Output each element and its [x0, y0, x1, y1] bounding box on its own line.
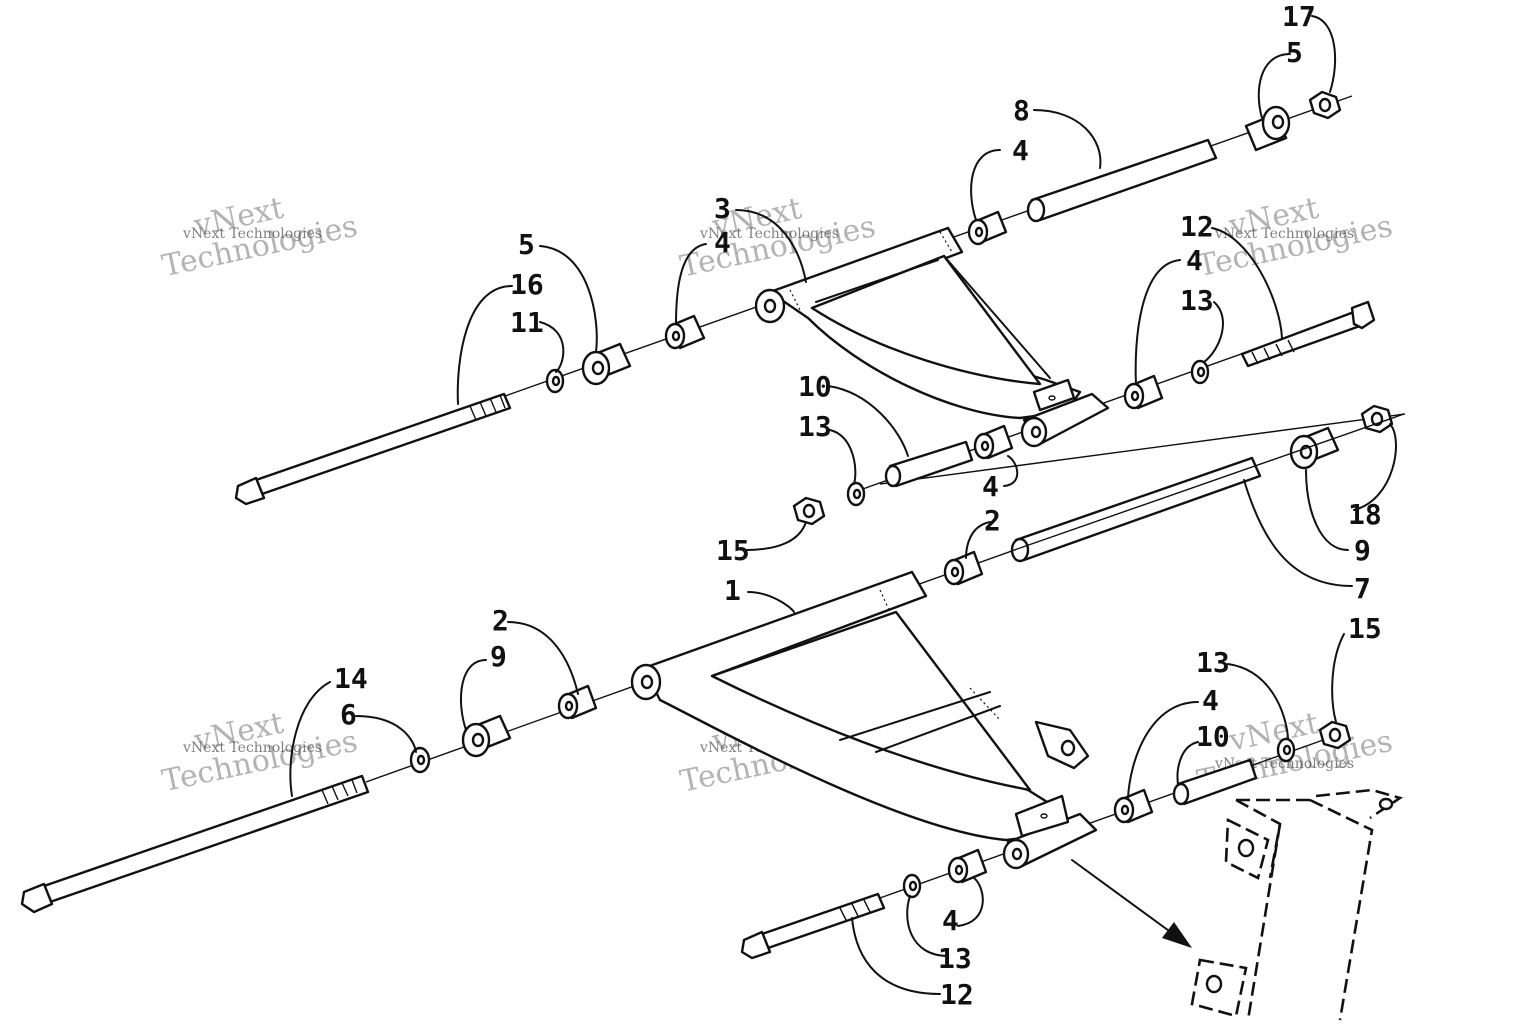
washer-part-13-middle: [846, 481, 866, 507]
callout-labels: 17 5 8 4 3 4 12 4 13 5 16 11 10 13 4 18 …: [334, 0, 1382, 1011]
callout-13: 13: [1196, 646, 1230, 679]
tube-part-10-middle: [884, 440, 974, 488]
mount-direction-arrow: [1071, 859, 1192, 948]
watermark-small-text: vNext Technologies: [182, 226, 322, 242]
washer-part-13-lower-center: [902, 873, 922, 899]
callout-4: 4: [1186, 244, 1203, 277]
bushing-part-4-upper-c: [1123, 374, 1164, 410]
lower-a-arm-part-1: [630, 570, 1098, 870]
washer-part-6: [409, 746, 431, 774]
bushing-part-4-middle: [973, 424, 1014, 460]
callout-16: 16: [510, 268, 544, 301]
flanged-bushing-part-5-top: [1244, 105, 1291, 152]
bushing-part-4-upper-a: [967, 210, 1008, 246]
nut-part-15-lower: [1318, 720, 1352, 750]
callout-4: 4: [982, 470, 999, 503]
callout-2: 2: [984, 504, 1001, 537]
callout-5: 5: [518, 228, 535, 261]
bushing-part-4-lower-b: [947, 848, 988, 884]
flanged-bushing-part-9-right: [1289, 426, 1340, 470]
tube-part-10-lower: [1172, 758, 1258, 806]
callout-17: 17: [1282, 0, 1316, 33]
callout-12: 12: [1180, 210, 1214, 243]
callout-5: 5: [1286, 36, 1303, 69]
callout-18: 18: [1348, 498, 1382, 531]
bolt-part-12-upper: [1240, 300, 1376, 368]
callout-6: 6: [340, 698, 357, 731]
bolt-part-12-lower: [740, 892, 886, 960]
callout-13: 13: [798, 410, 832, 443]
bolt-part-16: [234, 392, 512, 506]
frame-mount-dashed: [1190, 788, 1404, 1021]
washer-part-13-upper-right: [1190, 359, 1210, 385]
bushing-part-2-lower: [557, 684, 598, 720]
callout-10: 10: [798, 370, 832, 403]
callout-12: 12: [940, 978, 974, 1011]
watermark-small-text: vNext Technologies: [182, 740, 322, 756]
bushing-part-4-upper-b: [664, 314, 706, 350]
callout-10: 10: [1196, 720, 1230, 753]
watermark-small-text: vNext Technologies: [1214, 226, 1354, 242]
flanged-bushing-part-5-left: [581, 342, 632, 386]
tube-part-8: [1026, 138, 1218, 223]
bushing-part-4-lower-a: [1113, 788, 1154, 824]
callout-14: 14: [334, 662, 368, 695]
callout-7: 7: [1354, 572, 1371, 605]
washer-part-11: [545, 368, 565, 394]
flanged-bushing-part-9-lower: [461, 714, 512, 758]
nut-part-17: [1308, 90, 1342, 120]
callout-4: 4: [1012, 134, 1029, 167]
bushing-part-2-upper: [943, 550, 984, 586]
callout-8: 8: [1013, 94, 1030, 127]
leader-lines: [289, 15, 1397, 995]
nut-part-18: [1360, 404, 1394, 434]
upper-a-arm-part-3: [754, 226, 1110, 448]
callout-4: 4: [942, 904, 959, 937]
callout-2: 2: [492, 604, 509, 637]
callout-4: 4: [714, 226, 731, 259]
bolt-part-14: [20, 774, 370, 914]
tube-part-7: [1010, 456, 1262, 563]
callout-15: 15: [1348, 612, 1382, 645]
callout-11: 11: [510, 306, 544, 339]
callout-9: 9: [490, 640, 507, 673]
callout-3: 3: [714, 192, 731, 225]
callout-13: 13: [1180, 284, 1214, 317]
callout-15: 15: [716, 534, 750, 567]
watermark-small-text: vNext Technologies: [699, 226, 839, 242]
washer-part-13-lower-right: [1276, 737, 1296, 763]
callout-4: 4: [1202, 684, 1219, 717]
nut-part-15-middle: [792, 496, 826, 526]
callout-9: 9: [1354, 534, 1371, 567]
callout-1: 1: [724, 574, 741, 607]
callout-13: 13: [938, 942, 972, 975]
